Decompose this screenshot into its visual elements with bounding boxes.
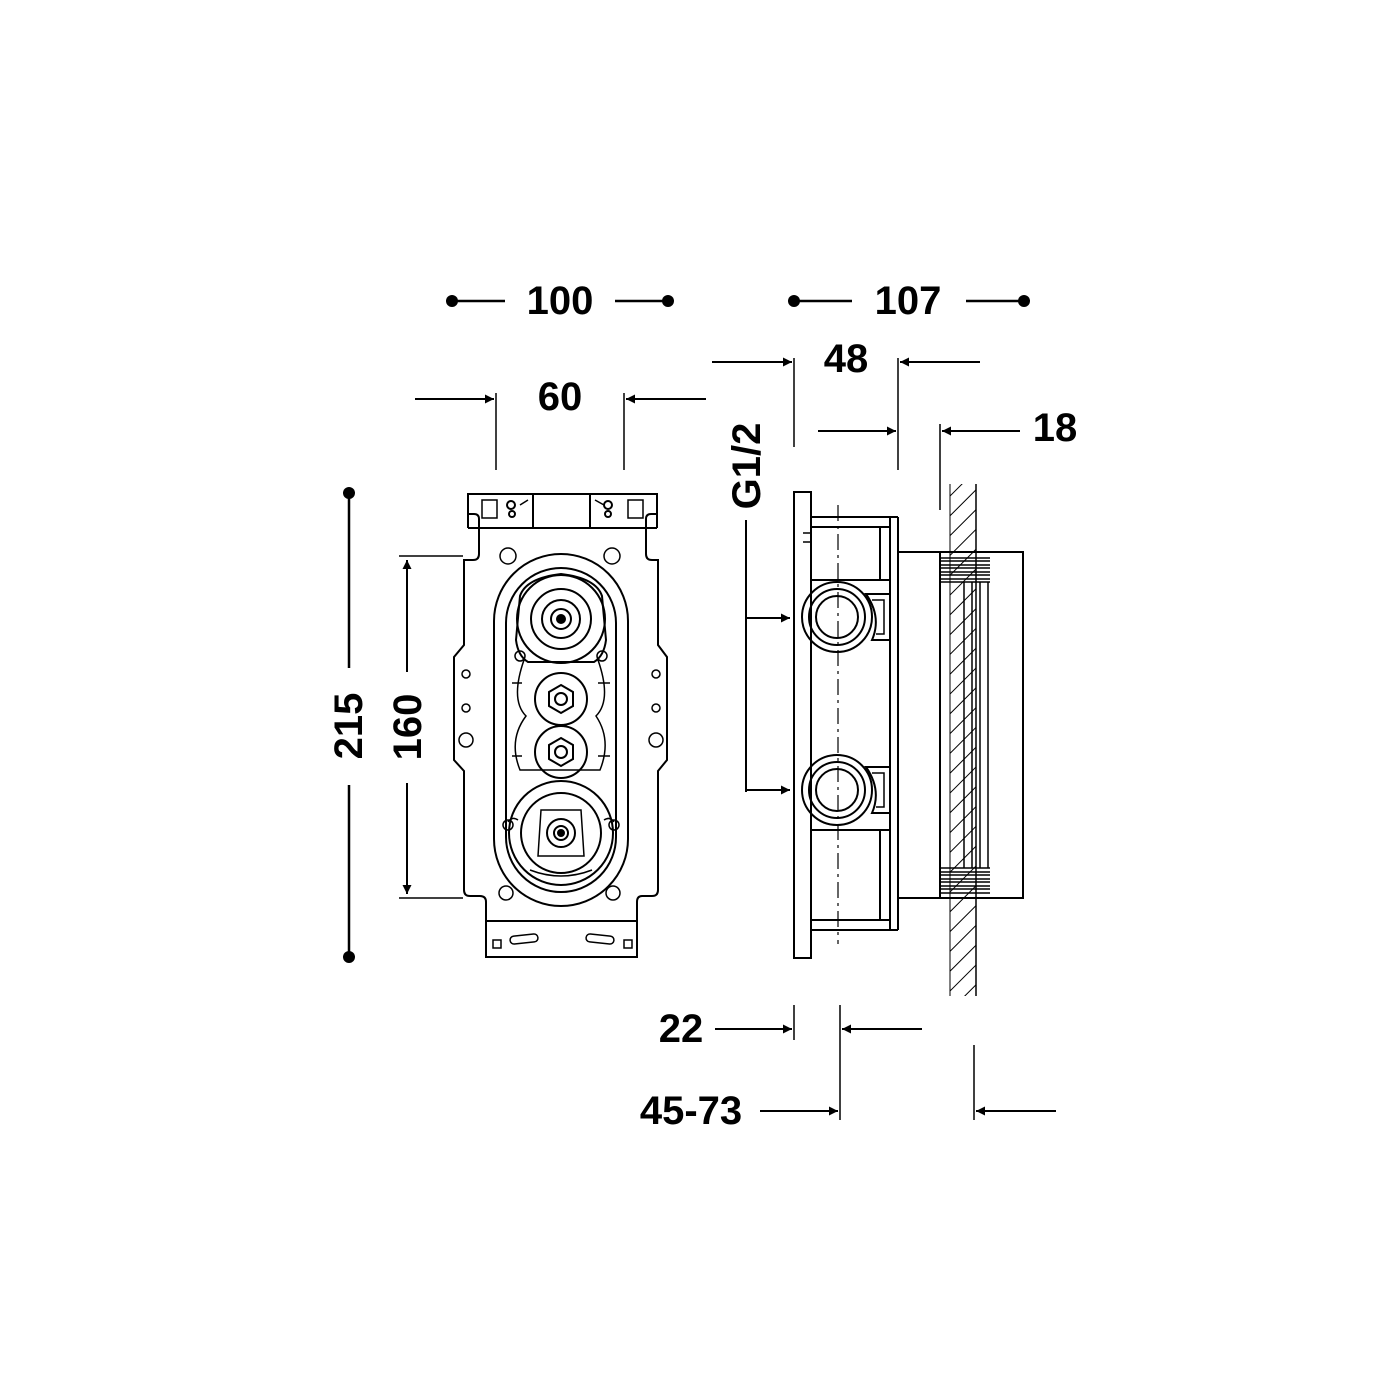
mounting-plate: [453, 493, 668, 922]
front-flange: [793, 491, 812, 959]
dim-inner-width: 60: [415, 375, 706, 470]
dim-label-inner-height: 160: [386, 694, 430, 761]
dim-label-wall-offset: 18: [1033, 406, 1078, 450]
valve-body-inner: [505, 567, 617, 893]
dim-overall-height: 215: [327, 487, 371, 963]
dim-label-inlet-thread: G1/2: [725, 423, 769, 510]
dim-endpoint-bottom: [343, 951, 355, 963]
dim-label-depth-total: 107: [875, 279, 942, 323]
dim-plaster-min: 22: [659, 1005, 922, 1120]
stop-valve-lower: [534, 725, 588, 779]
front-view: [453, 493, 668, 958]
dim-wall-offset: 18: [818, 406, 1077, 510]
dim-endpoint-right: [1018, 295, 1030, 307]
stop-valve-upper: [534, 672, 588, 726]
top-cartridge: [514, 572, 608, 664]
dim-overall-width: 100: [446, 279, 674, 323]
dim-endpoint-right: [662, 295, 674, 307]
inlet-port-upper: [801, 581, 891, 653]
bottom-cartridge: [502, 780, 620, 886]
bottom-bracket: [485, 920, 638, 958]
dim-label-inner-width: 60: [538, 375, 583, 419]
dim-label-plaster-min: 22: [659, 1007, 704, 1051]
valve-body-outer: [493, 553, 629, 907]
dim-label-depth-front: 48: [824, 337, 869, 381]
dim-label-overall-width: 100: [527, 279, 594, 323]
dim-label-embed-range: 45-73: [640, 1089, 742, 1133]
dim-inner-height: 160: [386, 555, 463, 899]
dim-label-overall-height: 215: [327, 693, 371, 760]
wall-section: [950, 484, 976, 996]
side-body: [810, 579, 891, 831]
dim-depth-total: 107: [788, 279, 1030, 323]
side-view: [745, 484, 1024, 996]
dim-embed-range: 45-73: [640, 1045, 1056, 1133]
dim-depth-front: 48: [712, 337, 980, 470]
inlet-port-lower: [801, 754, 891, 826]
